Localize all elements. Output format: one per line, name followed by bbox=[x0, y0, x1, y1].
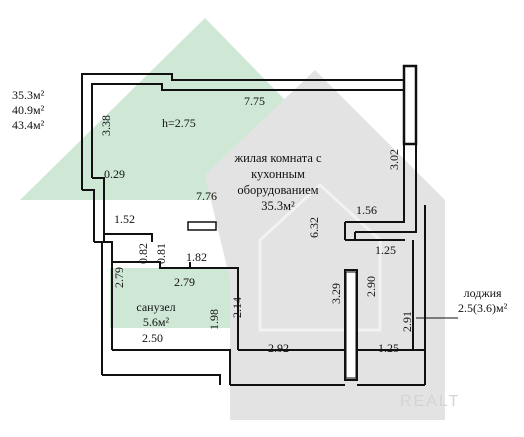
living-room-line1: жилая комната с bbox=[234, 151, 322, 165]
window-right-wall bbox=[402, 64, 418, 146]
dim-left-upper: 3.38 bbox=[99, 115, 113, 136]
loggia-name: лоджия bbox=[463, 286, 502, 300]
green-bath-zone bbox=[110, 268, 238, 328]
walls bbox=[81, 66, 426, 386]
house-watermark bbox=[258, 182, 382, 332]
living-room-line3: оборудованием bbox=[237, 183, 319, 197]
living-room-label: жилая комната с кухонным оборудованием 3… bbox=[218, 150, 338, 214]
dim-bottom-wall: 2.92 bbox=[268, 341, 289, 355]
dim-loggia-side: 2.91 bbox=[400, 311, 414, 332]
dim-pillar-b: 2.90 bbox=[364, 276, 378, 297]
dim-top-wall: 7.75 bbox=[244, 94, 265, 108]
bathroom-label: санузел 5.6м² bbox=[128, 300, 184, 330]
total-area-3: 43.4м² bbox=[12, 118, 45, 132]
column-small bbox=[187, 221, 217, 231]
ceiling-height: h=2.75 bbox=[162, 116, 196, 130]
bathroom-area: 5.6м² bbox=[142, 315, 170, 329]
watermark-logo: REALT bbox=[400, 393, 461, 410]
dim-inner-length: 7.76 bbox=[196, 189, 217, 203]
bathroom-name: санузел bbox=[136, 300, 176, 314]
total-area-1: 35.3м² bbox=[12, 88, 45, 102]
green-zone bbox=[20, 18, 285, 200]
dim-bath-left: 2.79 bbox=[112, 267, 126, 288]
dim-left-step: 0.29 bbox=[104, 167, 125, 181]
dim-right-inner: 1.25 bbox=[375, 243, 396, 257]
living-room-line2: кухонным bbox=[251, 167, 305, 181]
dim-column-b: 0.81 bbox=[154, 243, 168, 264]
pillar-fill bbox=[345, 271, 357, 379]
dim-pillar-a: 3.29 bbox=[329, 283, 343, 304]
dim-right-upper: 3.02 bbox=[387, 149, 401, 170]
dim-bath-width: 2.79 bbox=[174, 275, 195, 289]
dim-room-left: 2.14 bbox=[230, 297, 244, 318]
dim-column-a: 0.82 bbox=[136, 243, 150, 264]
dim-corridor-step: 1.52 bbox=[114, 212, 135, 226]
dim-right-step: 1.56 bbox=[356, 203, 377, 217]
loggia-label: лоджия 2.5(3.6)м² bbox=[458, 286, 507, 316]
living-room-area: 35.3м² bbox=[261, 199, 295, 213]
loggia-area: 2.5(3.6)м² bbox=[458, 301, 508, 315]
dim-loggia-bottom: 1.25 bbox=[378, 341, 399, 355]
dim-bath-top: 1.82 bbox=[186, 250, 207, 264]
total-area-2: 40.9м² bbox=[12, 103, 45, 117]
dim-bath-bottom: 2.50 bbox=[142, 331, 163, 345]
dim-room-depth: 6.32 bbox=[307, 217, 321, 238]
dim-bath-right: 1.98 bbox=[207, 309, 221, 330]
grey-zone bbox=[205, 70, 445, 420]
summary-areas: 35.3м² 40.9м² 43.4м² bbox=[12, 88, 44, 133]
